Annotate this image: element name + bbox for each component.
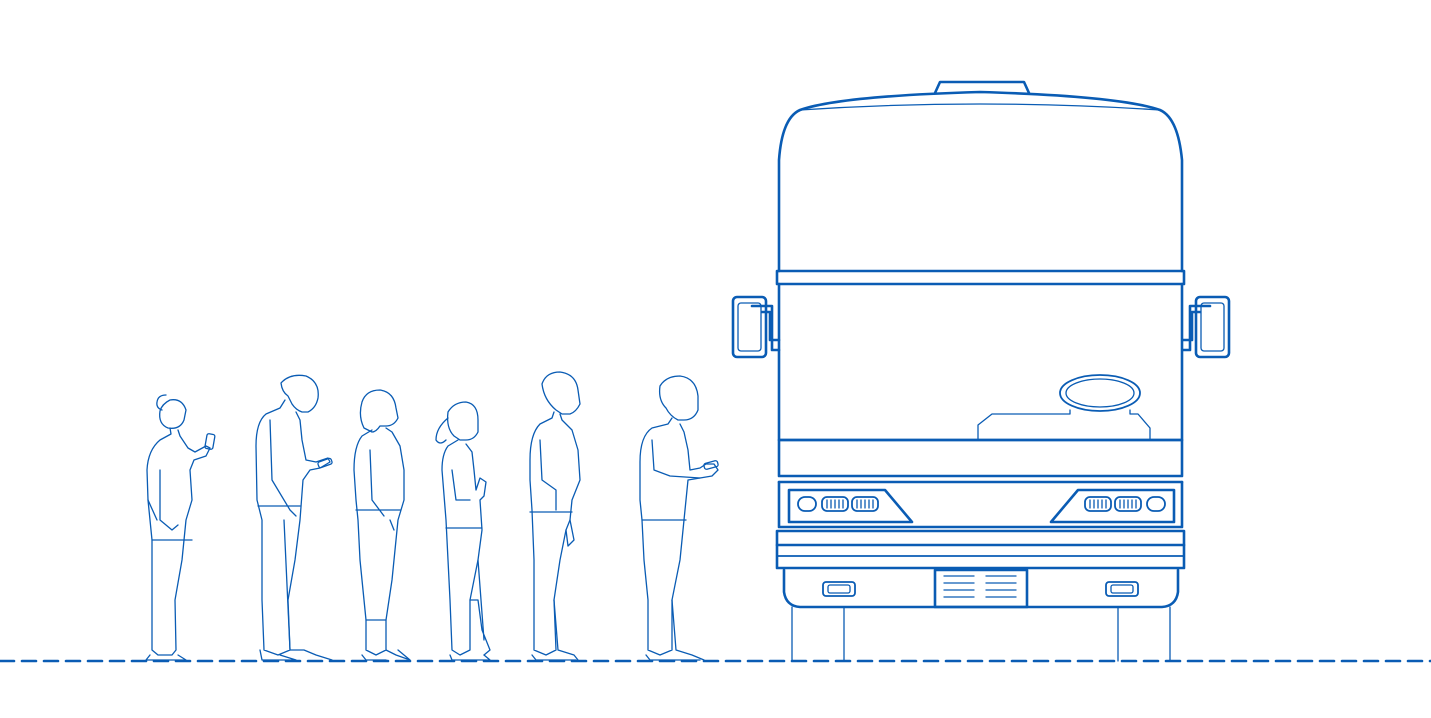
bus-bumper: [775, 529, 1186, 570]
bus-license-plate: [933, 568, 1029, 609]
bus-destination-band: [775, 269, 1186, 286]
person-4-woman-with-ponytail: [435, 401, 491, 661]
bus-right-mirror: [1181, 295, 1231, 359]
person-6-man-with-phone: [639, 375, 719, 661]
bus-right-lamp-3: [1084, 496, 1112, 512]
bus-left-headlight-housing: [787, 488, 914, 524]
bus-front-grille-panel: [777, 480, 1184, 529]
bus-right-lamp-ribs: [1089, 499, 1137, 509]
bus-right-wheel: [1117, 606, 1171, 662]
bus-dashboard: [977, 409, 1151, 441]
person-5-man-standing: [529, 371, 581, 661]
bus-windshield: [777, 282, 1184, 442]
bus-left-fog-light: [822, 581, 856, 597]
bus-roof-vent: [933, 80, 1031, 95]
person-3-woman-standing: [353, 389, 411, 661]
bus-lower-skirt: [782, 568, 1180, 609]
bus-right-fog-light: [1105, 581, 1139, 597]
bus-upper-body: [777, 90, 1184, 273]
bus-left-lamp-3: [851, 496, 879, 512]
bus-left-lamp-1: [797, 496, 817, 512]
bus: [731, 80, 1231, 662]
bus-right-lamp-1: [1146, 496, 1166, 512]
bus-right-lamp-2: [1114, 496, 1142, 512]
bus-left-wheel: [791, 606, 845, 662]
bus-dash-band: [777, 438, 1184, 478]
person-1-woman-with-phone: [145, 394, 216, 661]
bus-right-fog-light-inner: [1110, 584, 1134, 594]
bus-left-mirror: [731, 295, 781, 359]
bus-steering-wheel-inner: [1065, 378, 1135, 408]
bus-right-headlight-housing: [1049, 488, 1176, 524]
bus-left-fog-light-inner: [827, 584, 851, 594]
bus-roof-line: [799, 103, 1161, 111]
bus-steering-wheel: [1059, 374, 1141, 412]
bus-plate-slots: [943, 575, 1017, 598]
bus-left-lamp-2: [821, 496, 849, 512]
bus-left-lamp-ribs: [826, 499, 874, 509]
person-2-man-with-phone: [255, 374, 333, 661]
